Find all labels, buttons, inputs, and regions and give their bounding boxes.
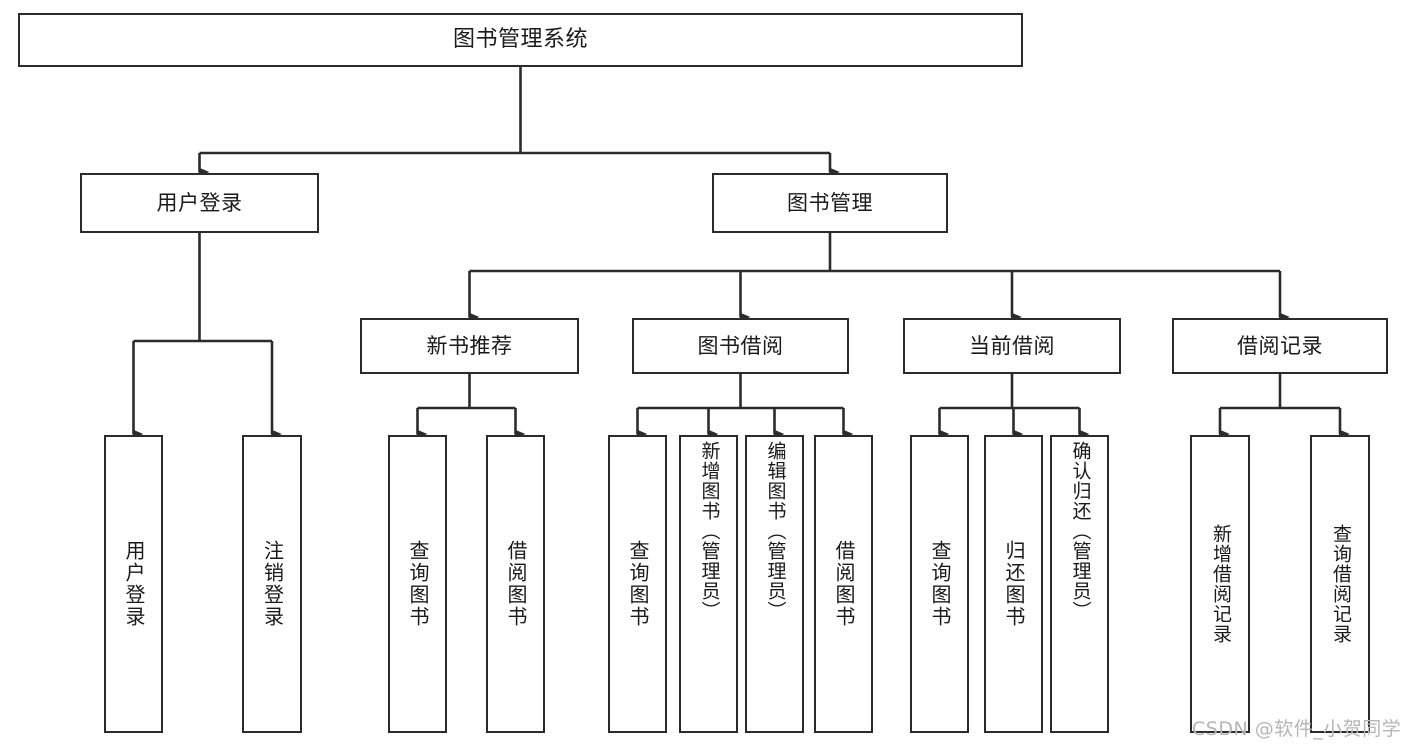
node-leaf-borrow-book-1[interactable]: 借阅图书 <box>486 435 545 733</box>
node-leaf-add-record-label: 新增借阅记录 <box>1209 524 1232 644</box>
node-book-borrow-label: 图书借阅 <box>697 333 784 358</box>
node-leaf-borrow-book-2[interactable]: 借阅图书 <box>814 435 873 733</box>
node-leaf-query-record[interactable]: 查询借阅记录 <box>1310 435 1370 733</box>
node-book-manage[interactable]: 图书管理 <box>712 173 948 233</box>
node-leaf-return-book-label: 归还图书 <box>1002 540 1026 628</box>
node-leaf-user-login-label: 用户登录 <box>122 540 146 628</box>
node-leaf-query-book-3-label: 查询图书 <box>928 540 952 628</box>
node-leaf-query-book-3[interactable]: 查询图书 <box>910 435 969 733</box>
node-leaf-add-book[interactable]: 新增图书（管理员） <box>679 435 738 733</box>
node-leaf-query-book-1-label: 查询图书 <box>406 540 430 628</box>
node-book-manage-label: 图书管理 <box>787 190 873 215</box>
node-leaf-return-book[interactable]: 归还图书 <box>984 435 1043 733</box>
node-leaf-query-book-2-label: 查询图书 <box>626 540 650 628</box>
node-leaf-logout[interactable]: 注销登录 <box>242 435 302 733</box>
node-leaf-edit-book-label: 编辑图书（管理员） <box>764 441 787 621</box>
node-leaf-user-login[interactable]: 用户登录 <box>104 435 163 733</box>
node-user-login[interactable]: 用户登录 <box>80 173 319 233</box>
node-borrow-record[interactable]: 借阅记录 <box>1172 318 1388 374</box>
node-leaf-query-record-label: 查询借阅记录 <box>1329 524 1352 644</box>
node-book-borrow[interactable]: 图书借阅 <box>632 318 849 374</box>
node-root-label: 图书管理系统 <box>452 27 588 53</box>
node-current-borrow[interactable]: 当前借阅 <box>903 318 1121 374</box>
node-root[interactable]: 图书管理系统 <box>18 13 1023 67</box>
node-leaf-borrow-book-1-label: 借阅图书 <box>504 540 528 628</box>
node-new-book-recommend[interactable]: 新书推荐 <box>360 318 579 374</box>
node-leaf-add-record[interactable]: 新增借阅记录 <box>1190 435 1250 733</box>
node-leaf-query-book-2[interactable]: 查询图书 <box>608 435 667 733</box>
node-user-login-label: 用户登录 <box>156 190 243 215</box>
node-leaf-borrow-book-2-label: 借阅图书 <box>832 540 856 628</box>
node-borrow-record-label: 借阅记录 <box>1237 333 1323 358</box>
node-leaf-logout-label: 注销登录 <box>260 540 285 628</box>
node-leaf-confirm-return-label: 确认归还（管理员） <box>1069 441 1092 621</box>
node-new-book-recommend-label: 新书推荐 <box>426 333 513 358</box>
node-leaf-query-book-1[interactable]: 查询图书 <box>388 435 447 733</box>
watermark: CSDN @软件_小贺同学 <box>1192 718 1402 740</box>
node-leaf-confirm-return[interactable]: 确认归还（管理员） <box>1050 435 1109 733</box>
node-leaf-edit-book[interactable]: 编辑图书（管理员） <box>745 435 804 733</box>
node-current-borrow-label: 当前借阅 <box>969 333 1055 358</box>
node-leaf-add-book-label: 新增图书（管理员） <box>698 441 721 621</box>
